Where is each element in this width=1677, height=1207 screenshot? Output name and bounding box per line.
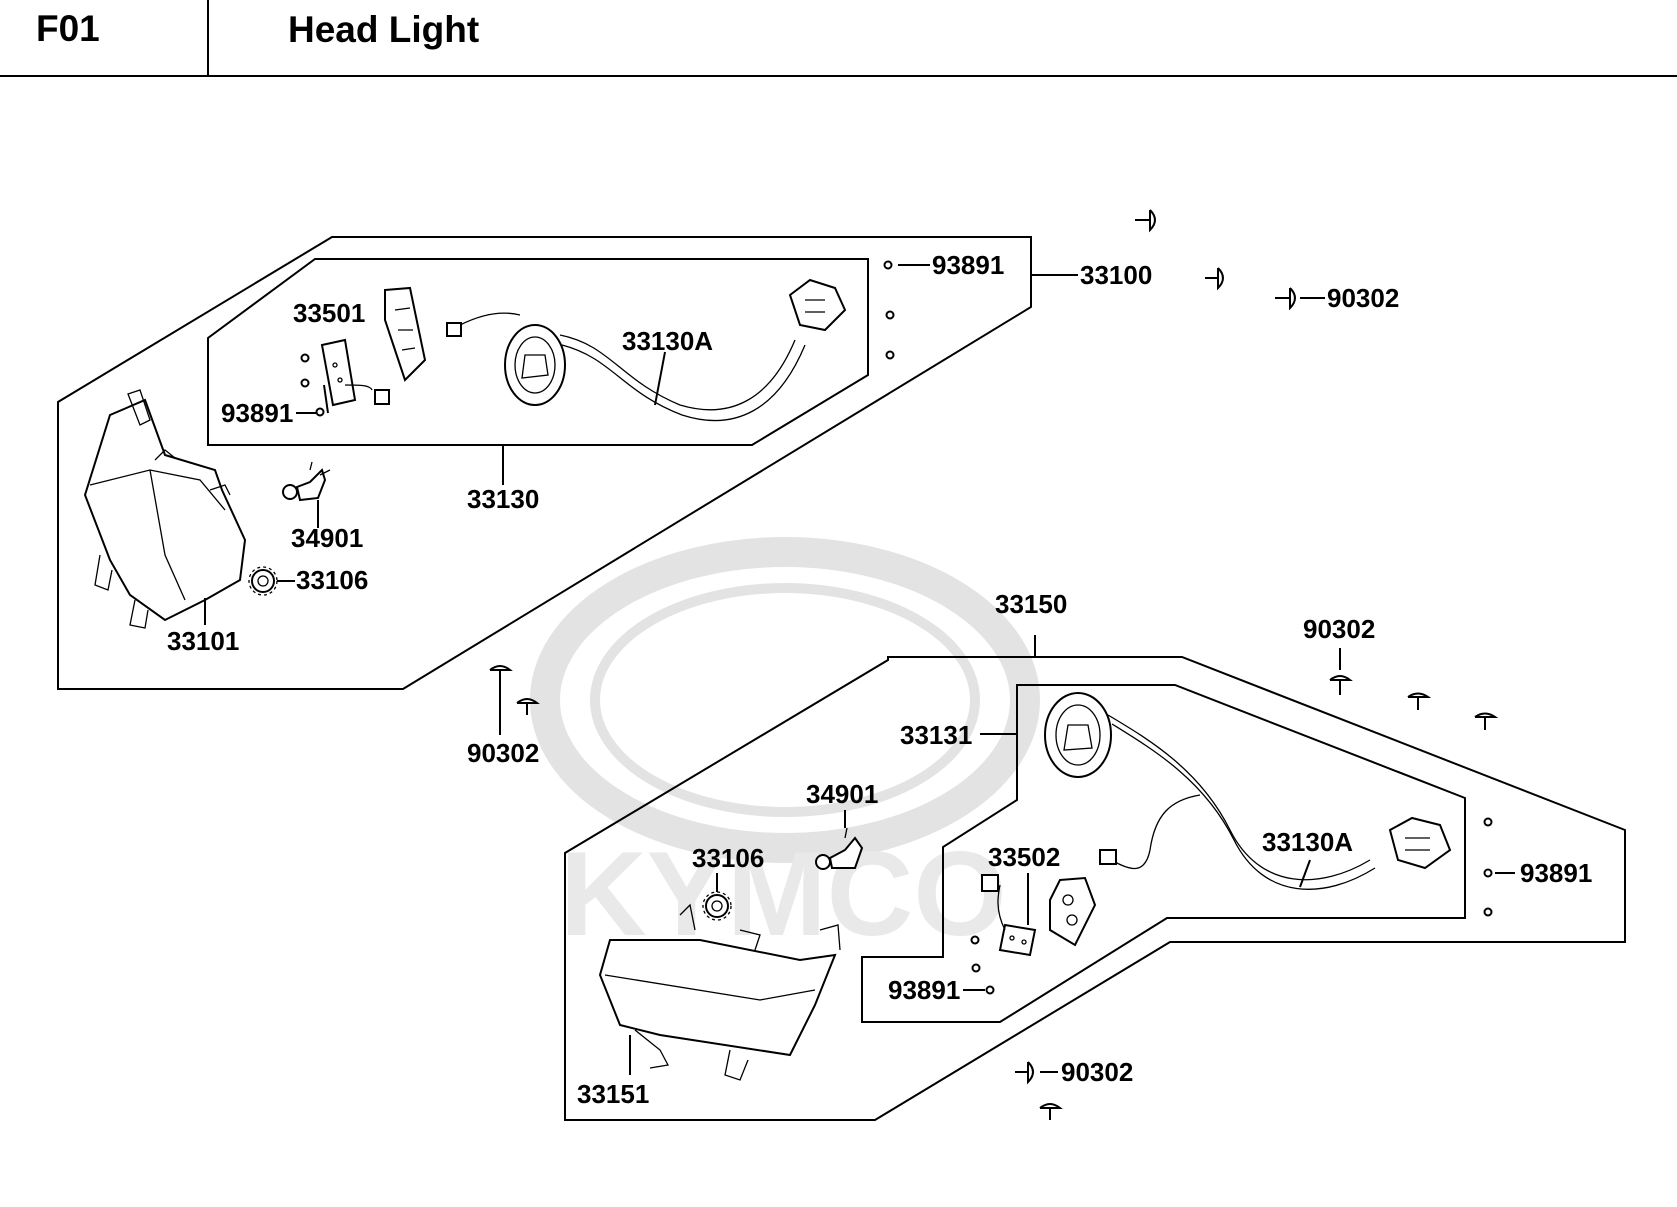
page-header: F01 Head Light [0, 0, 1677, 77]
section-title: Head Light [288, 9, 480, 50]
callout-33130: 33130 [467, 484, 539, 514]
bracket-33502 [981, 874, 1097, 957]
callout-33106-b: 33106 [692, 843, 764, 873]
lower-subassembly-outline [861, 684, 1466, 1023]
callout-90302-b: 90302 [467, 738, 539, 768]
screws-93891-lower-left [970, 935, 995, 995]
screws-93891-upper-right [883, 260, 895, 360]
upper-subassembly-outline [207, 258, 869, 446]
callout-33100: 33100 [1080, 260, 1152, 290]
bolts-90302-upper [1135, 209, 1296, 311]
callout-93891-d: 93891 [888, 975, 960, 1005]
bulb-34901-lower [815, 827, 864, 870]
headlight-housing-33101 [83, 389, 247, 629]
bolts-90302-middle [489, 665, 540, 715]
callout-34901-a: 34901 [291, 523, 363, 553]
harness-33130A-upper [446, 278, 847, 422]
callout-90302-c: 90302 [1303, 614, 1375, 644]
headlight-housing-33151 [598, 903, 841, 1081]
callout-90302-d: 90302 [1061, 1057, 1133, 1087]
screws-93891-lower-right [1483, 817, 1493, 917]
callout-33130A-a: 33130A [622, 326, 713, 356]
watermark-text: KYMCO [560, 827, 1007, 961]
callout-34901-b: 34901 [806, 779, 878, 809]
callout-labels: 93891 33100 90302 33501 33130A 93891 331… [167, 250, 1592, 1109]
leader-lines [204, 264, 1515, 1075]
section-code: F01 [36, 8, 100, 49]
callout-33130A-b: 33130A [1262, 827, 1353, 857]
header-divider [207, 0, 209, 77]
callout-33501: 33501 [293, 298, 365, 328]
bolts-90302-lower-right [1329, 675, 1499, 730]
harness-33130A-lower [1044, 692, 1452, 890]
callout-33151: 33151 [577, 1079, 649, 1109]
callout-93891-b: 93891 [221, 398, 293, 428]
grommet-33106-upper [248, 566, 278, 596]
screws-93891-upper-left [300, 353, 325, 417]
kymco-watermark: KYMCO [530, 537, 1040, 961]
callout-90302-a: 90302 [1327, 283, 1399, 313]
callout-93891-c: 93891 [1520, 858, 1592, 888]
grommet-33106-lower [702, 891, 732, 921]
callout-93891-a: 93891 [932, 250, 1004, 280]
bulb-34901-upper [282, 461, 331, 502]
lower-assembly-outline [564, 656, 1626, 1121]
callout-33106-a: 33106 [296, 565, 368, 595]
upper-assembly-outline [57, 236, 1032, 690]
callout-33502: 33502 [988, 842, 1060, 872]
bracket-33501 [320, 286, 427, 407]
callout-33131: 33131 [900, 720, 972, 750]
callout-33150: 33150 [995, 589, 1067, 619]
callout-33101: 33101 [167, 626, 239, 656]
bolts-90302-bottom [1015, 1061, 1063, 1120]
